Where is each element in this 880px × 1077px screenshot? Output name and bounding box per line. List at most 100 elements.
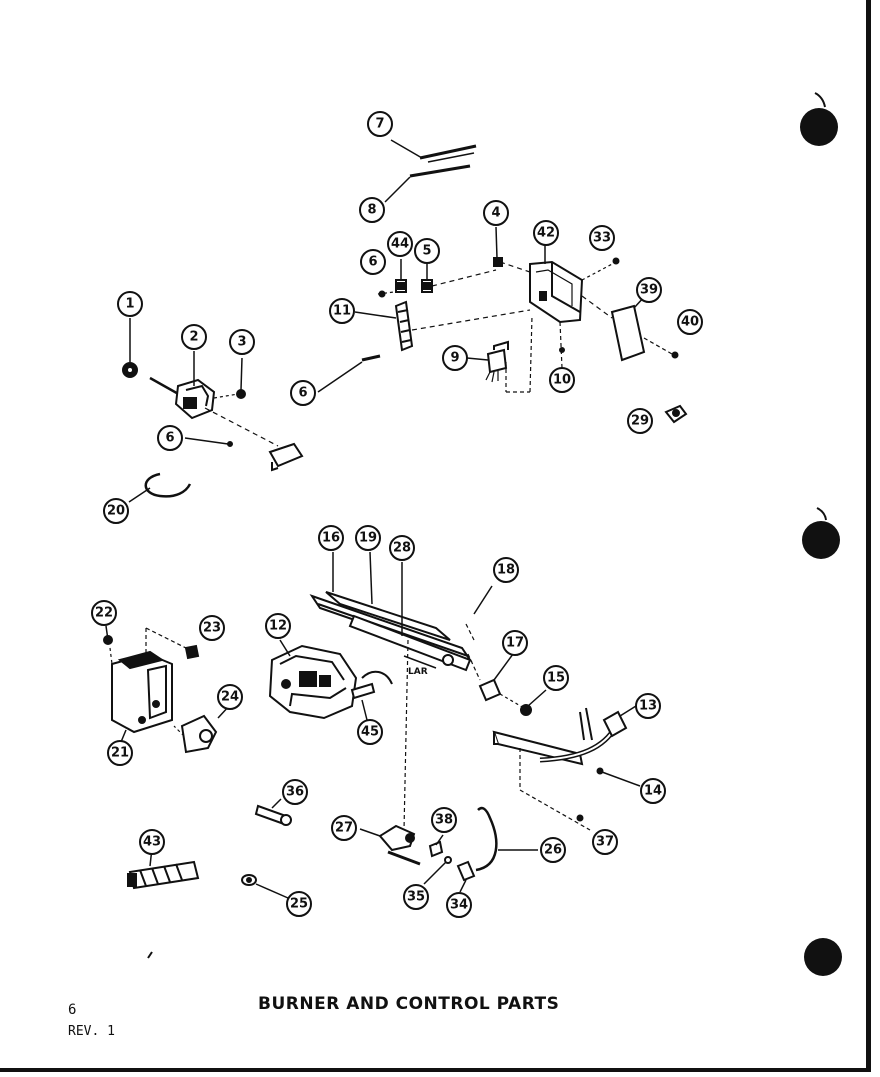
callout-11: 11 (329, 298, 355, 324)
svg-text:40: 40 (681, 315, 699, 330)
callout-34: 34 (446, 892, 472, 918)
svg-text:20: 20 (107, 504, 125, 519)
callout-6-b: 6 (290, 380, 316, 406)
callout-2: 2 (181, 324, 207, 350)
callout-28: 28 (389, 535, 415, 561)
svg-text:21: 21 (111, 746, 129, 761)
callout-1: 1 (117, 291, 143, 317)
binder-hole-bottom (804, 938, 842, 976)
harness-43-part (127, 847, 200, 890)
svg-text:18: 18 (497, 563, 515, 578)
callout-35: 35 (403, 884, 429, 910)
callout-45: 45 (357, 719, 383, 745)
callout-8: 8 (359, 197, 385, 223)
callout-3: 3 (229, 329, 255, 355)
svg-text:29: 29 (631, 414, 649, 429)
callout-39: 39 (636, 277, 662, 303)
relay-part (466, 315, 533, 393)
wire-8-part (409, 164, 471, 178)
orifice-17-part (478, 653, 547, 716)
svg-text:6: 6 (165, 431, 174, 446)
svg-text:13: 13 (639, 699, 657, 714)
svg-text:LAR: LAR (408, 667, 428, 677)
callout-44: 44 (387, 231, 413, 257)
callout-9: 9 (442, 345, 468, 371)
callout-21: 21 (107, 740, 133, 766)
callout-40: 40 (677, 309, 703, 335)
wire-7-part (419, 144, 477, 160)
svg-text:11: 11 (333, 304, 351, 319)
svg-text:4: 4 (491, 206, 500, 221)
svg-text:19: 19 (359, 531, 377, 546)
callout-19: 19 (355, 525, 381, 551)
svg-text:1: 1 (125, 297, 134, 312)
callout-36: 36 (282, 779, 308, 805)
igniter-36-part (254, 798, 292, 826)
callout-24: 24 (217, 684, 243, 710)
svg-text:35: 35 (407, 890, 425, 905)
callout-20: 20 (103, 498, 129, 524)
small-switch-parts (377, 226, 503, 298)
terminal-strip-part (354, 300, 531, 352)
callout-25: 25 (286, 891, 312, 917)
callout-6: 6 (360, 249, 386, 275)
callout-13: 13 (635, 693, 661, 719)
svg-text:15: 15 (547, 671, 565, 686)
thermostat-24-part (173, 704, 231, 754)
svg-text:3: 3 (237, 335, 246, 350)
binder-hole-top (800, 108, 838, 146)
control-switch-part (122, 318, 304, 472)
callout-16: 16 (318, 525, 344, 551)
svg-text:5: 5 (422, 244, 431, 259)
burner-rail-part: LAR (309, 551, 493, 831)
wire-clip-20-part (128, 472, 192, 503)
callout-23: 23 (199, 615, 225, 641)
wire-parts (384, 139, 477, 203)
callout-33: 33 (589, 225, 615, 251)
svg-text:33: 33 (593, 231, 611, 246)
callout-26: 26 (540, 837, 566, 863)
callout-17: 17 (502, 630, 528, 656)
callout-27: 27 (331, 815, 357, 841)
diagram-title: BURNER AND CONTROL PARTS (258, 994, 560, 1014)
callout-38: 38 (431, 807, 457, 833)
svg-text:37: 37 (596, 835, 614, 850)
valve-bracket-21-part (103, 625, 200, 743)
callout-43: 43 (139, 829, 165, 855)
svg-text:9: 9 (450, 351, 459, 366)
svg-text:42: 42 (537, 226, 555, 241)
callout-37: 37 (592, 829, 618, 855)
svg-text:24: 24 (221, 690, 239, 705)
svg-text:27: 27 (335, 821, 353, 836)
junction-box-part (499, 240, 620, 369)
callout-12: 12 (265, 613, 291, 639)
svg-text:16: 16 (322, 531, 340, 546)
callout-10: 10 (549, 367, 575, 393)
svg-text:39: 39 (640, 283, 658, 298)
binder-hole-middle (802, 521, 840, 559)
svg-text:38: 38 (435, 813, 453, 828)
svg-text:8: 8 (367, 203, 376, 218)
svg-text:7: 7 (375, 117, 384, 132)
svg-text:26: 26 (544, 843, 562, 858)
svg-text:34: 34 (450, 898, 468, 913)
revision-label: REV. 1 (68, 1024, 115, 1039)
svg-text:28: 28 (393, 541, 411, 556)
svg-text:2: 2 (189, 330, 198, 345)
callout-5: 5 (414, 238, 440, 264)
svg-text:17: 17 (506, 636, 524, 651)
svg-text:44: 44 (391, 237, 409, 252)
svg-text:22: 22 (95, 606, 113, 621)
svg-text:6: 6 (298, 386, 307, 401)
callout-29: 29 (627, 408, 653, 434)
manifold-13-part (492, 705, 641, 831)
cover-plate-part (581, 295, 679, 362)
svg-text:45: 45 (361, 725, 379, 740)
svg-text:36: 36 (286, 785, 304, 800)
screw-6-part (317, 354, 381, 393)
callout-22: 22 (91, 600, 117, 626)
pilot-27-assembly (359, 806, 538, 893)
svg-text:23: 23 (203, 621, 221, 636)
